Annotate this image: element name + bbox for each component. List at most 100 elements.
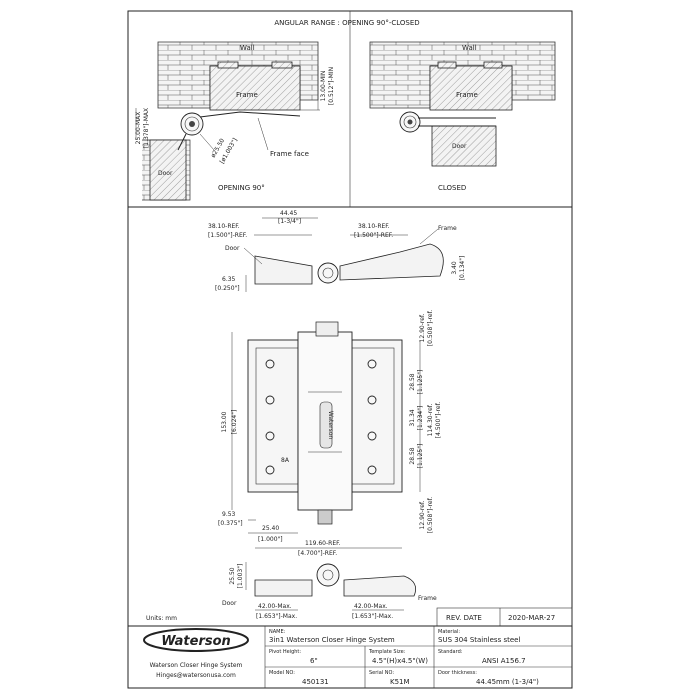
- screw-hole: [367, 465, 377, 475]
- screw-hole: [265, 431, 275, 441]
- dim-38-left-mm: 38.10-REF.: [208, 223, 240, 230]
- thickness-value: 44.45mm (1-3/4"): [476, 678, 539, 686]
- dim-r4-mm: 28.58: [409, 447, 416, 464]
- hinge-leaves-closed: [418, 117, 496, 127]
- screw-hole: [265, 359, 275, 369]
- door-label: Door: [222, 600, 237, 607]
- title-block-border: [127, 625, 573, 689]
- closed-view: Wall Frame Door CLOSED: [369, 41, 556, 192]
- dim-min-mm: 13.00-MIN: [320, 71, 327, 102]
- hinge-pin: [189, 121, 195, 127]
- name-label: NAME:: [269, 629, 286, 635]
- front-view: Waterson 8A 153.00 [6.024"] 12.90-ref. […: [218, 310, 442, 557]
- dim-38-left-in: [1.500"]-REF.: [208, 232, 247, 239]
- screw-hole: [367, 395, 377, 405]
- company-line: Waterson Closer Hinge System: [150, 662, 243, 669]
- dim-max-in: [1.378"]-MAX: [143, 108, 150, 148]
- hinge-barrel-inner: [403, 115, 417, 129]
- dim-42-right-mm: 42.00-Max.: [354, 603, 388, 610]
- right-plate-outer: [351, 339, 403, 493]
- top-cap: [315, 321, 339, 337]
- dim-38-right-mm: 38.10-REF.: [358, 223, 390, 230]
- material-value: SUS 304 Stainless steel: [438, 636, 520, 644]
- door-leaf-plan: [254, 255, 313, 285]
- hinge-knuckle-inner: [322, 267, 334, 279]
- door-section-closed: [431, 125, 497, 167]
- model-value: 450131: [302, 678, 329, 686]
- standard-value: ANSI A156.7: [482, 657, 526, 665]
- door-label: Door: [225, 245, 240, 252]
- front-logo-text: Waterson: [327, 411, 334, 440]
- hinge-barrel-inner: [184, 116, 200, 132]
- dim-r1-in: [0.508"]-ref.: [427, 310, 434, 346]
- dim-6-mm: 6.35: [222, 276, 236, 283]
- dim-r5-in: [4.500"]-ref.: [435, 402, 442, 438]
- hinge-pin: [407, 119, 413, 125]
- dim-9-mm: 9.53: [222, 511, 236, 518]
- dim-25b-mm: 25.50: [229, 567, 236, 584]
- stamp-text: 8A: [281, 457, 290, 464]
- wall-label: Wall: [240, 44, 255, 52]
- dim-6-in: [0.250"]: [215, 285, 240, 292]
- door-section-open: [149, 139, 187, 201]
- screw-hole: [367, 359, 377, 369]
- frame-section-closed: [429, 65, 513, 111]
- bottom-plan-view: 25.50 [1.003"] Door Frame 42.00-Max. [1.…: [222, 562, 437, 620]
- dim-max-mm: 25.00-MAX: [135, 112, 142, 145]
- screw-hole: [367, 431, 377, 441]
- dim-119-in: [4.700"]-REF.: [298, 550, 337, 557]
- caption-opening: OPENING 90°: [218, 184, 265, 192]
- frame-notch-left: [437, 61, 457, 69]
- dim-9-in: [0.375"]: [218, 520, 243, 527]
- screw-hole: [265, 465, 275, 475]
- dim-38-right-in: [1.500"]-REF.: [354, 232, 393, 239]
- company-email: Hinges@watersonusa.com: [156, 672, 236, 679]
- dim-25-in: [1.000"]: [258, 536, 283, 543]
- adjust-screw: [317, 509, 333, 525]
- material-label: Material:: [438, 629, 460, 635]
- hinge-leaf-door: [177, 133, 187, 151]
- thickness-label: Door thickness:: [438, 670, 477, 676]
- dim-r6-in: [0.508"]-ref.: [427, 497, 434, 533]
- dim-r2-mm: 28.58: [409, 373, 416, 390]
- hinge-leaf-frame: [199, 111, 301, 118]
- hinge-knuckle-plan: [317, 262, 339, 284]
- frame-notch-left: [217, 61, 239, 69]
- dim-leader: [419, 228, 439, 245]
- screw-holes: [265, 359, 377, 475]
- dim-42-right-in: [1.653"]-Max.: [352, 613, 393, 620]
- dim-leader: [243, 247, 263, 265]
- title-block: Waterson Waterson Closer Hinge System Hi…: [127, 625, 573, 689]
- model-label: Model NO:: [269, 670, 295, 676]
- dim-leader: [199, 133, 215, 151]
- dim-r6-mm: 12.90-ref.: [419, 500, 426, 529]
- frame-label: Frame: [236, 91, 258, 99]
- dim-44-in: [1-3/4"]: [278, 218, 301, 225]
- frame-leaf-bottom: [343, 575, 417, 597]
- dim-r4-in: [1.125"]: [417, 444, 424, 469]
- door-label: Door: [158, 170, 173, 177]
- dim-44-mm: 44.45: [280, 210, 297, 217]
- frame-label: Frame: [456, 91, 478, 99]
- frame-face-label: Frame face: [270, 150, 309, 158]
- dim-3-in: [0.134"]: [459, 256, 466, 281]
- dim-25-mm: 25.40: [262, 525, 279, 532]
- frame-notch-right: [271, 61, 293, 69]
- screw-hole: [265, 395, 275, 405]
- dim-min-in: [0.512"]-MIN: [328, 67, 335, 105]
- pivot-label: Pivot Height:: [269, 649, 301, 655]
- frame-section-left: [209, 65, 301, 111]
- opening-90-view: Wall Frame Door 13.00-MIN [0.512"]-MIN 2…: [135, 41, 335, 201]
- revision-label: REV. DATE: [446, 614, 482, 622]
- dim-25b-in: [1.003"]: [237, 564, 244, 589]
- standard-label: Standard:: [438, 649, 463, 655]
- revision-date: 2020-MAR-27: [508, 614, 555, 622]
- dim-42-left-mm: 42.00-Max.: [258, 603, 292, 610]
- frame-label: Frame: [418, 595, 437, 602]
- dim-r3-mm: 31.34: [409, 409, 416, 426]
- frame-notch-right: [483, 61, 503, 69]
- door-label: Door: [452, 143, 467, 150]
- door-leaf-bottom: [254, 579, 313, 597]
- caption-closed: CLOSED: [438, 184, 466, 192]
- dim-119-mm: 119.60-REF.: [305, 540, 341, 547]
